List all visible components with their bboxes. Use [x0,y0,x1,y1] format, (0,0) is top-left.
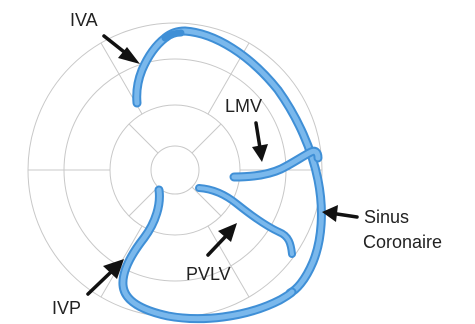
label-pvlv: PVLV [186,264,231,284]
arrow-sinus [322,205,359,222]
bullseye-divider [128,186,159,217]
bullseye-divider [191,123,222,154]
arrow-pvlv [206,223,237,257]
bullseye-inner-ring [150,145,200,195]
bullseye-divider [100,42,120,75]
label-lmv: LMV [225,96,262,116]
vessel-pvlv [195,184,296,258]
annotation-arrows [86,34,359,296]
bullseye-divider [128,123,159,154]
arrow-lmv [252,121,268,162]
arrow-iva [102,34,140,64]
coronary-veins [118,26,326,324]
bullseye-divider [207,73,232,115]
label-sinus-line1: Sinus [364,207,409,227]
label-iva: IVA [70,10,98,30]
bullseye-divider [230,265,250,298]
label-ivp: IVP [52,298,81,318]
label-sinus-line2: Coronaire [363,232,442,252]
bullseye-divider [207,225,232,267]
vessel-iva-tail [161,29,185,42]
arrow-ivp [86,259,124,296]
bullseye-divider [191,186,222,217]
bullseye-divider [118,225,143,267]
